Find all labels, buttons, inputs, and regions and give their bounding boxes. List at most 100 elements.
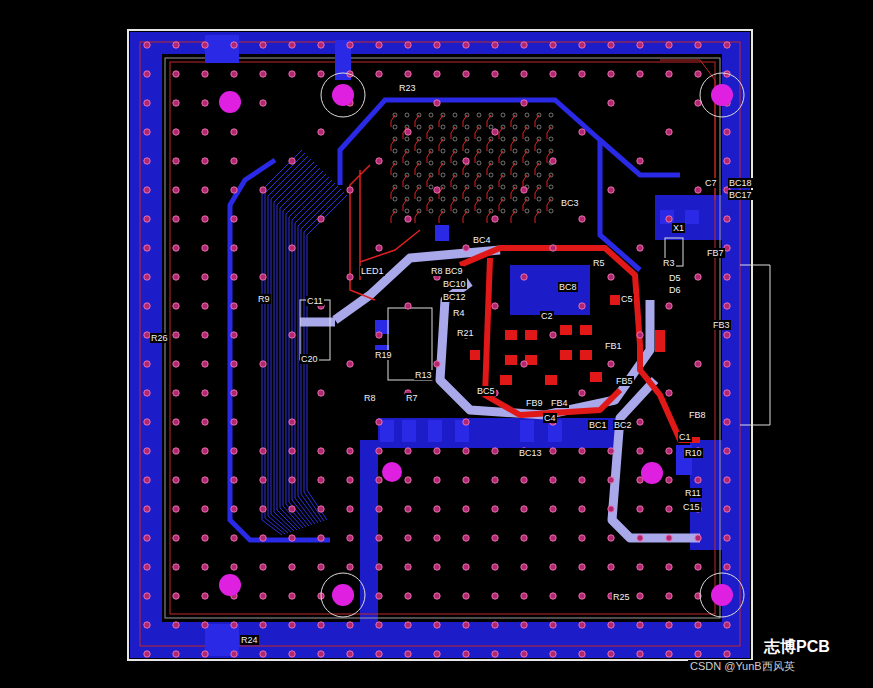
- via: [318, 564, 324, 570]
- via: [289, 448, 295, 454]
- via: [405, 303, 411, 309]
- via: [666, 303, 672, 309]
- via: [231, 158, 237, 164]
- via: [521, 622, 527, 628]
- via: [144, 303, 150, 309]
- designator: BC5: [476, 386, 496, 396]
- designator: BC10: [442, 279, 467, 289]
- via: [463, 622, 469, 628]
- via: [666, 593, 672, 599]
- bga-ball: [513, 125, 517, 129]
- bga-ball: [477, 137, 481, 141]
- designator: BC18: [728, 178, 753, 188]
- via: [405, 71, 411, 77]
- via: [608, 448, 614, 454]
- via: [144, 593, 150, 599]
- via: [724, 216, 730, 222]
- designator: C1: [678, 432, 692, 442]
- via: [202, 216, 208, 222]
- via: [521, 274, 527, 280]
- via: [144, 158, 150, 164]
- bga-fanout: [350, 113, 553, 300]
- via: [695, 361, 701, 367]
- via: [724, 419, 730, 425]
- designator: R7: [405, 393, 419, 403]
- designator: BC17: [728, 190, 753, 200]
- via: [463, 477, 469, 483]
- via: [347, 651, 353, 657]
- via: [492, 506, 498, 512]
- via: [202, 622, 208, 628]
- bga-ball: [537, 197, 541, 201]
- via: [521, 506, 527, 512]
- via: [231, 71, 237, 77]
- designator: C11: [306, 296, 324, 306]
- via: [521, 361, 527, 367]
- via-grid: [144, 42, 730, 657]
- via: [202, 593, 208, 599]
- via: [318, 622, 324, 628]
- bga-ball: [429, 137, 433, 141]
- bga-ball: [441, 197, 445, 201]
- via: [724, 245, 730, 251]
- via: [289, 158, 295, 164]
- via: [666, 622, 672, 628]
- via: [202, 129, 208, 135]
- bga-ball: [489, 197, 493, 201]
- via: [492, 593, 498, 599]
- via: [231, 622, 237, 628]
- via: [579, 71, 585, 77]
- via: [376, 564, 382, 570]
- bga-ball: [549, 185, 553, 189]
- via: [231, 42, 237, 48]
- bga-ball: [417, 125, 421, 129]
- via: [144, 390, 150, 396]
- via: [231, 419, 237, 425]
- bga-ball: [429, 185, 433, 189]
- bga-ball: [453, 161, 457, 165]
- via: [521, 187, 527, 193]
- via: [550, 622, 556, 628]
- via: [173, 129, 179, 135]
- via: [289, 419, 295, 425]
- via: [550, 158, 556, 164]
- bga-ball: [549, 209, 553, 213]
- via: [260, 651, 266, 657]
- via: [434, 506, 440, 512]
- via: [608, 187, 614, 193]
- chip-pad: [510, 265, 590, 315]
- via: [202, 332, 208, 338]
- via: [318, 651, 324, 657]
- bga-ball: [453, 185, 457, 189]
- via: [202, 390, 208, 396]
- via: [173, 506, 179, 512]
- via: [202, 71, 208, 77]
- via: [521, 564, 527, 570]
- via: [724, 448, 730, 454]
- designator: R21: [456, 328, 475, 338]
- via: [231, 332, 237, 338]
- via: [637, 245, 643, 251]
- bga-ball: [501, 137, 505, 141]
- bga-ball: [537, 125, 541, 129]
- via: [231, 448, 237, 454]
- via: [173, 535, 179, 541]
- via: [376, 535, 382, 541]
- via: [405, 129, 411, 135]
- bga-ball: [501, 209, 505, 213]
- via: [202, 535, 208, 541]
- bga-ball: [405, 209, 409, 213]
- via: [173, 71, 179, 77]
- designator: BC13: [518, 448, 543, 458]
- via: [173, 245, 179, 251]
- via: [202, 477, 208, 483]
- bga-ball: [465, 173, 469, 177]
- via: [260, 448, 266, 454]
- via: [347, 187, 353, 193]
- via: [231, 187, 237, 193]
- via: [637, 564, 643, 570]
- via: [405, 42, 411, 48]
- via: [173, 419, 179, 425]
- via: [231, 216, 237, 222]
